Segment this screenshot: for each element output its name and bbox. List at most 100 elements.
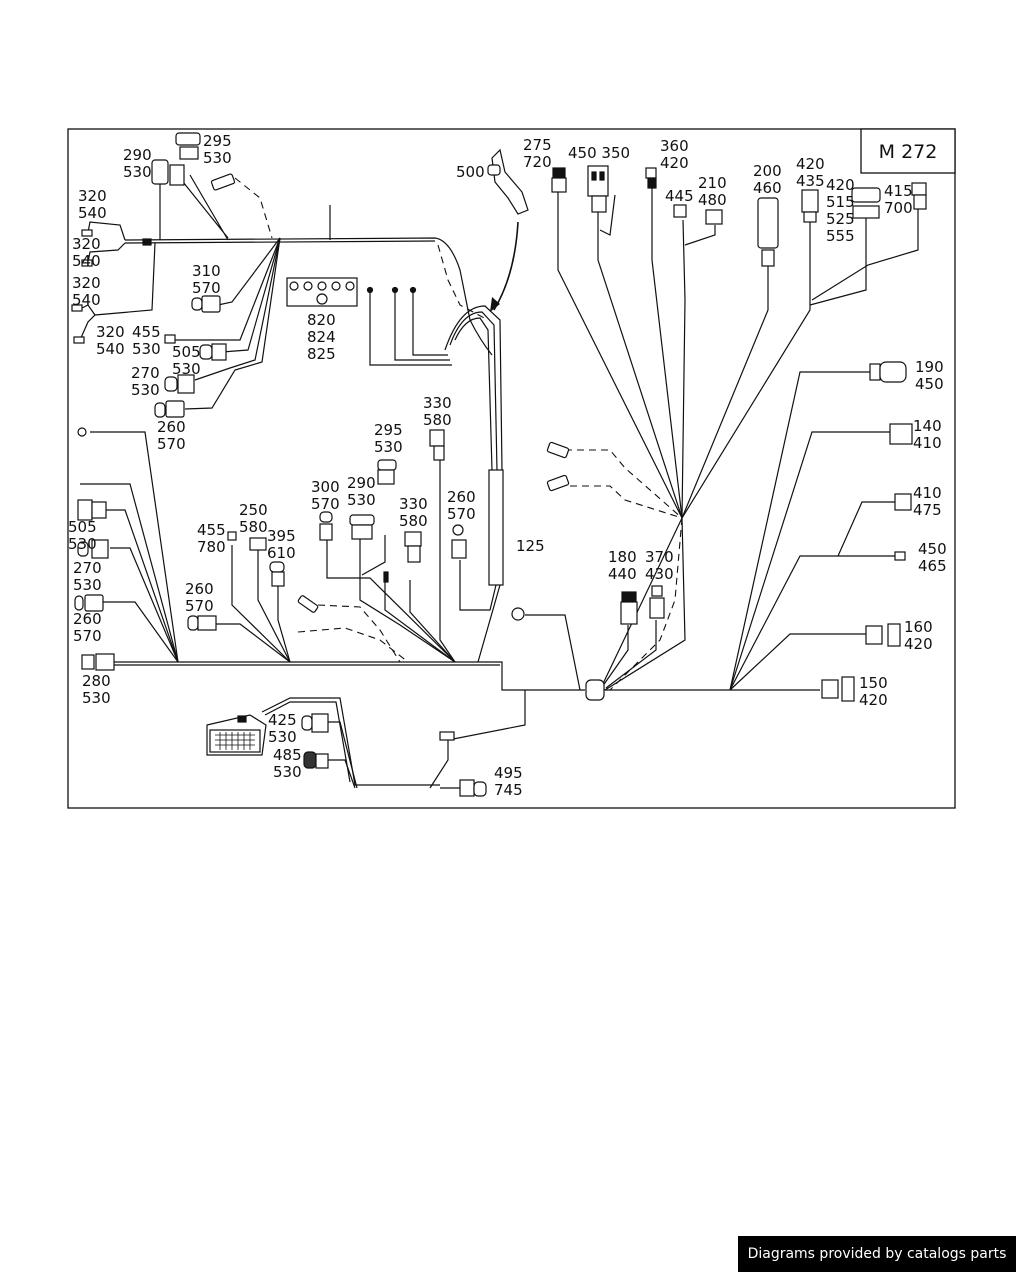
ecu-pins — [215, 732, 255, 750]
callout-line: 290 — [347, 474, 376, 492]
callout-line: 410 — [913, 434, 942, 452]
callout-line: 580 — [423, 411, 452, 429]
callout-line: 530 — [68, 535, 97, 553]
callout-line: 540 — [78, 204, 107, 222]
callout-line: 290 — [123, 146, 152, 164]
callout-line: 410 — [913, 484, 942, 502]
callout-line: 455 — [197, 521, 226, 539]
callout-line: 500 — [456, 163, 485, 181]
connectors — [71, 132, 927, 797]
callout-line: 320 — [72, 274, 101, 292]
callout-line: 200 — [753, 162, 782, 180]
callout-line: 250 — [239, 501, 268, 519]
callout-line: 820 — [307, 311, 336, 329]
callout-line: 260 — [185, 580, 214, 598]
callout-line: 320 — [78, 187, 107, 205]
callout-line: 420 — [660, 154, 689, 172]
footer-credit: Diagrams provided by catalogs parts — [738, 1236, 1016, 1272]
callout-line: 700 — [884, 199, 913, 217]
callout-line: 720 — [523, 153, 552, 171]
callout-line: 330 — [423, 394, 452, 412]
callout-445: 445 — [665, 187, 694, 205]
callout-line: 275 — [523, 136, 552, 154]
callout-line: 580 — [399, 512, 428, 530]
callout-line: 824 — [307, 328, 336, 346]
callout-line: 450 350 — [568, 144, 630, 162]
callout-line: 530 — [374, 438, 403, 456]
callout-line: 295 — [203, 132, 232, 150]
callout-line: 570 — [311, 495, 340, 513]
callout-line: 270 — [131, 364, 160, 382]
callout-line: 475 — [913, 501, 942, 519]
callout-line: 610 — [267, 544, 296, 562]
callout-line: 425 — [268, 711, 297, 729]
callout-line: 260 — [157, 418, 186, 436]
callout-line: 160 — [904, 618, 933, 636]
callout-line: 460 — [753, 179, 782, 197]
callout-line: 445 — [665, 187, 694, 205]
diagram-code: M 272 — [879, 141, 938, 163]
callout-line: 540 — [72, 291, 101, 309]
callout-line: 745 — [494, 781, 523, 799]
callout-line: 210 — [698, 174, 727, 192]
callout-line: 310 — [192, 262, 221, 280]
callout-line: 395 — [267, 527, 296, 545]
callout-line: 140 — [913, 417, 942, 435]
callout-line: 530 — [123, 163, 152, 181]
callout-line: 465 — [918, 557, 947, 575]
callout-line: 570 — [73, 627, 102, 645]
callout-line: 330 — [399, 495, 428, 513]
callout-line: 125 — [516, 537, 545, 555]
diagram-frame — [67, 128, 956, 809]
callout-line: 780 — [197, 538, 226, 556]
callout-line: 495 — [494, 764, 523, 782]
dashed-wires — [234, 177, 683, 691]
callout-line: 455 — [132, 323, 161, 341]
callout-line: 530 — [73, 576, 102, 594]
callout-line: 280 — [82, 672, 111, 690]
callout-line: 420 — [859, 691, 888, 709]
callout-line: 260 — [447, 488, 476, 506]
diagram-code-box — [860, 128, 956, 174]
callout-line: 440 — [608, 565, 637, 583]
callout-line: 190 — [915, 358, 944, 376]
callout-line: 300 — [311, 478, 340, 496]
wires — [77, 160, 919, 789]
callout-line: 435 — [796, 172, 825, 190]
callout-line: 530 — [132, 340, 161, 358]
callout-500: 500 — [456, 163, 485, 181]
callout-line: 360 — [660, 137, 689, 155]
